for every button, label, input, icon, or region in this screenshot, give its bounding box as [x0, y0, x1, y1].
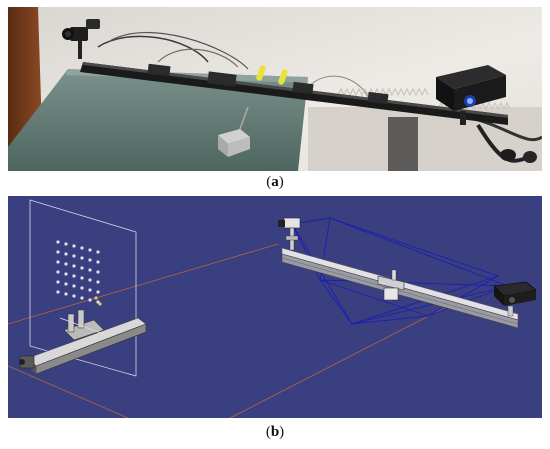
- caption-a-letter: a: [271, 174, 279, 190]
- cad-projector: [493, 281, 537, 317]
- camera: [62, 19, 100, 59]
- caption-b-letter: b: [270, 424, 280, 440]
- yellow-part: [278, 69, 288, 85]
- yellow-part: [256, 65, 266, 81]
- caption-a-open: (: [266, 174, 272, 190]
- lab-rig-photo: [8, 7, 542, 171]
- projector: [436, 65, 506, 125]
- calibration-dots: [56, 240, 100, 304]
- caption-b: (b): [0, 424, 550, 441]
- sensor-box: [218, 106, 250, 157]
- wooden-cabinet: [8, 7, 42, 147]
- cad-camera: [278, 217, 301, 251]
- left-linear-stage: [19, 309, 147, 375]
- caption-a-close: ): [278, 174, 284, 190]
- caption-a: (a): [0, 174, 550, 191]
- cad-panel-b: [8, 196, 542, 418]
- caption-b-open: (: [265, 424, 271, 440]
- center-carriage: [377, 269, 405, 301]
- calibration-plane: [29, 199, 137, 377]
- cad-render: [8, 196, 542, 418]
- photo-panel-a: [8, 7, 542, 171]
- caption-b-close: ): [279, 424, 285, 440]
- ground-plane: [8, 243, 449, 418]
